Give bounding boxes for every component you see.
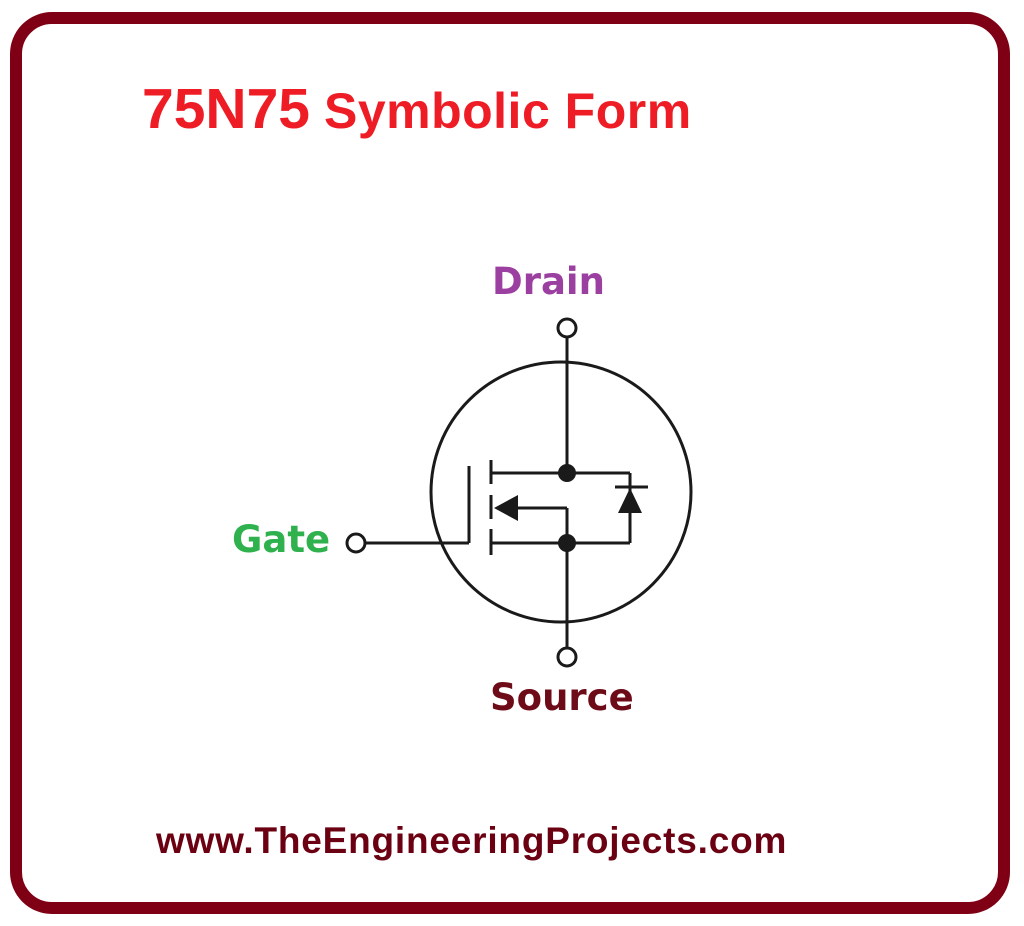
gate-terminal-icon [345,532,367,554]
frame-border [10,12,1010,914]
drain-label: Drain [492,260,605,303]
source-terminal-icon [556,646,578,668]
title-subtitle: Symbolic Form [323,83,692,139]
website-url: www.TheEngineeringProjects.com [156,820,788,861]
symbol-circle [429,360,693,624]
arrow-icon [494,495,518,521]
diode-icon [618,488,642,513]
drain-terminal-icon [556,317,578,339]
source-label: Source [490,676,634,719]
gate-label: Gate [232,518,331,561]
part-number: 75N75 [142,77,310,141]
